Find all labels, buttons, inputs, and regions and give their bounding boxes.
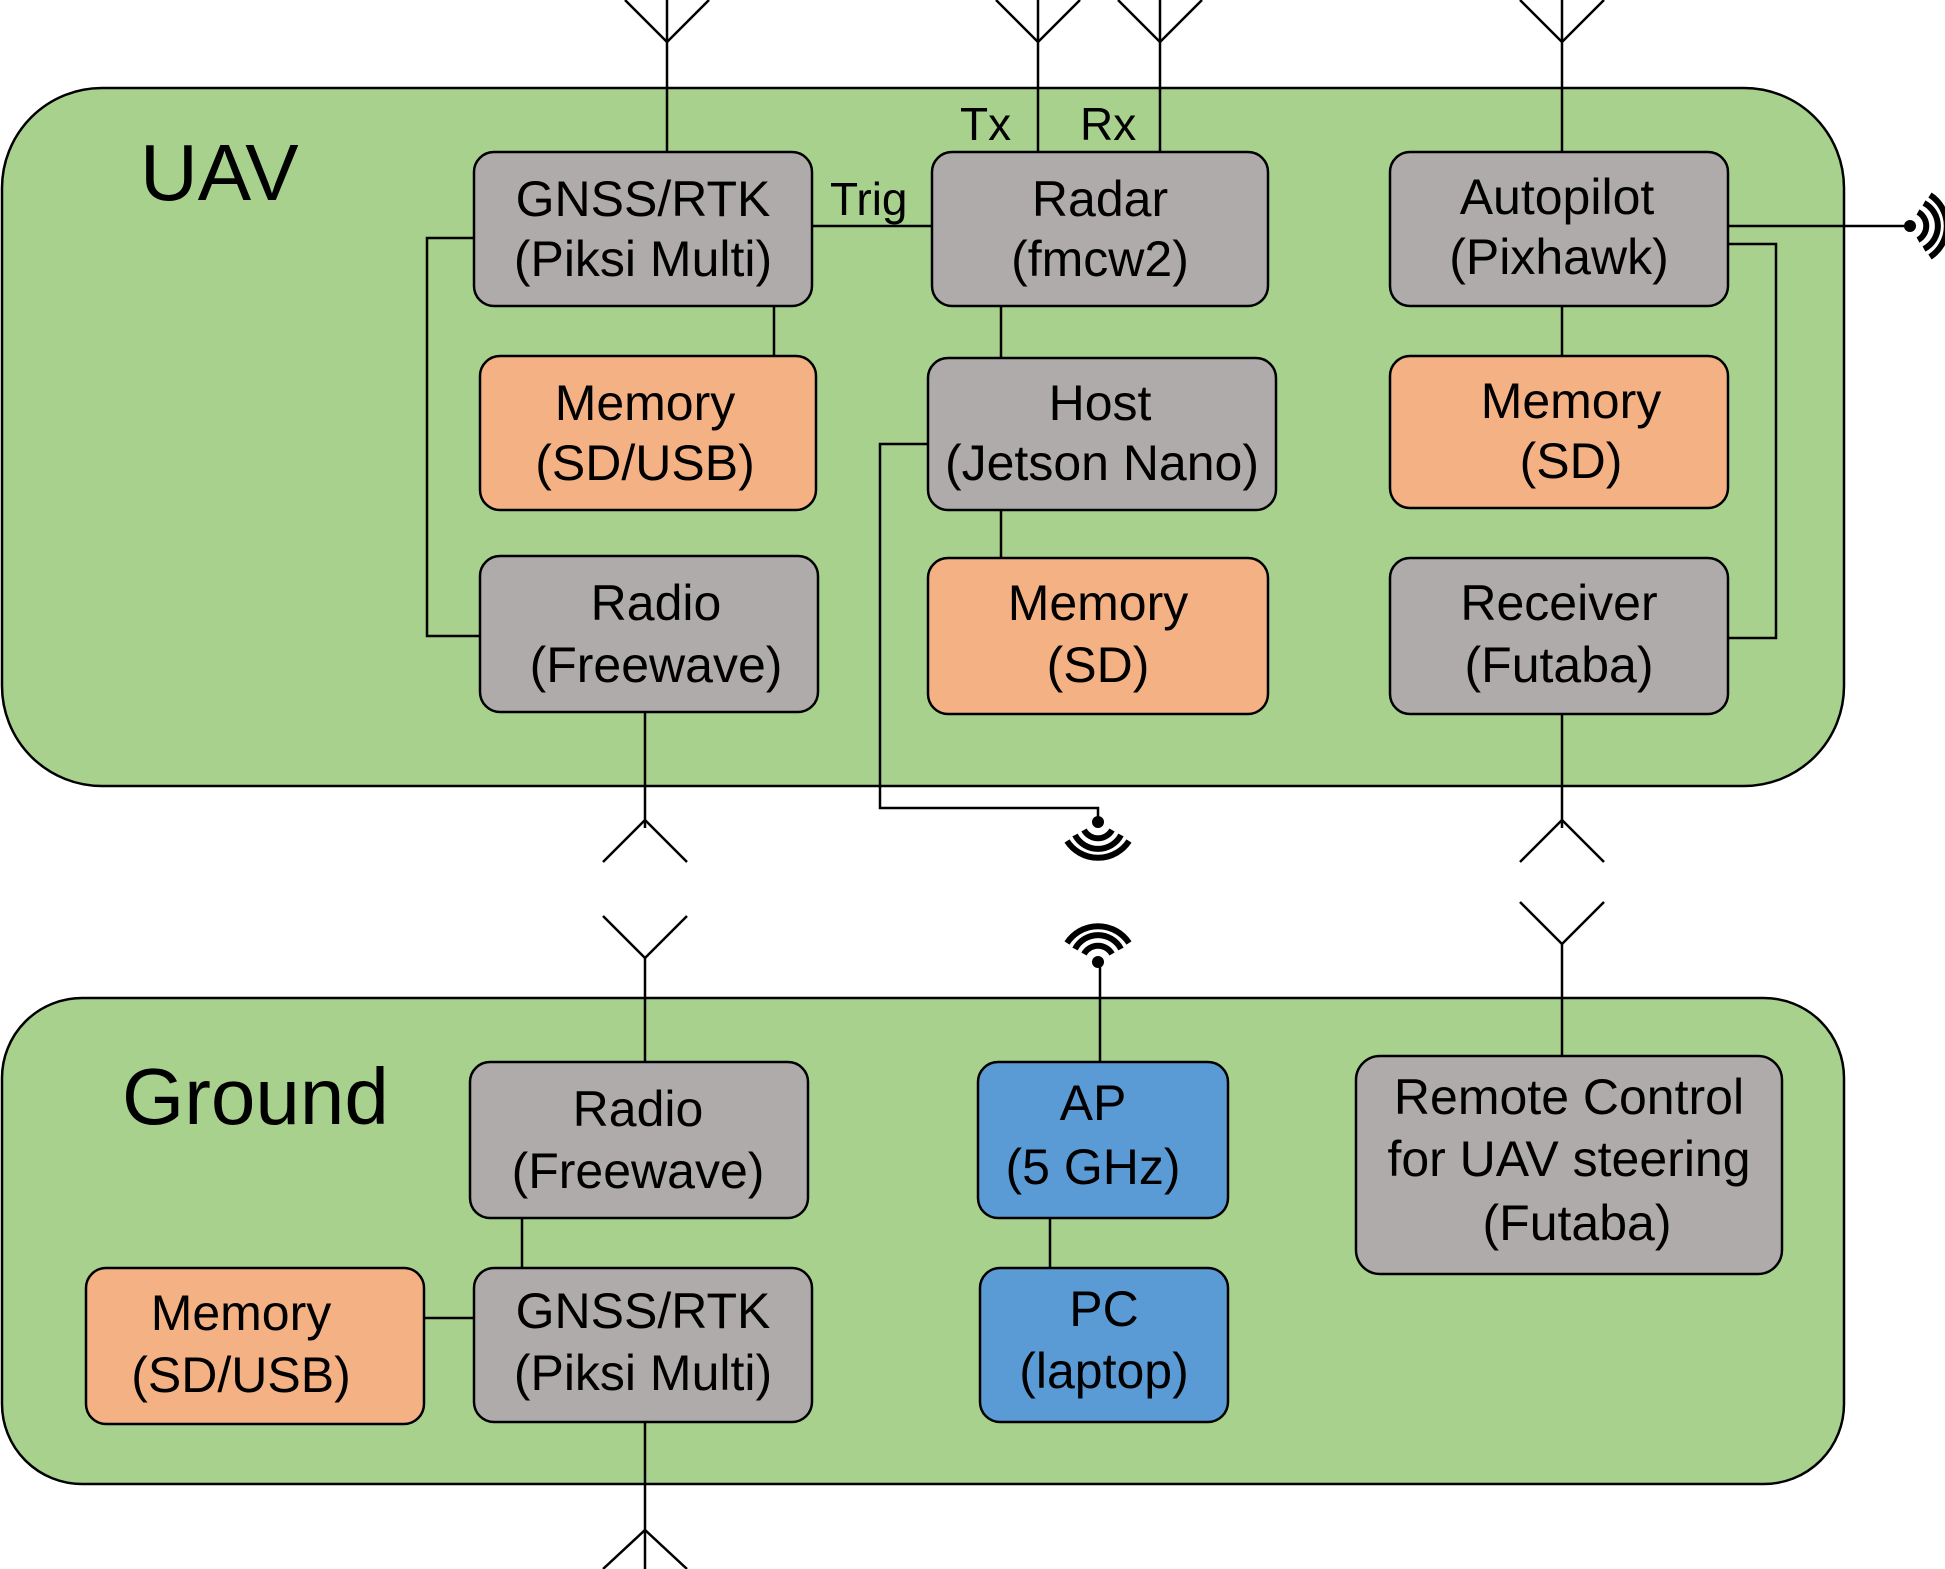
uav-gnss-block: GNSS/RTK (Piksi Multi)	[472, 150, 814, 308]
svg-text:(SD/USB): (SD/USB)	[131, 1347, 350, 1403]
svg-text:(laptop): (laptop)	[1019, 1343, 1189, 1399]
svg-text:Autopilot: Autopilot	[1460, 169, 1655, 225]
antenna-icon	[602, 1528, 688, 1569]
svg-text:Memory: Memory	[1481, 373, 1662, 429]
ground-radio-block: Radio (Freewave)	[468, 1060, 810, 1220]
svg-text:Remote Control: Remote Control	[1394, 1069, 1744, 1125]
svg-text:Host: Host	[1049, 375, 1152, 431]
svg-text:Memory: Memory	[151, 1285, 332, 1341]
svg-text:(Pixhawk): (Pixhawk)	[1449, 229, 1668, 285]
wifi-icon	[1904, 192, 1945, 260]
svg-text:(fmcw2): (fmcw2)	[1011, 231, 1189, 287]
svg-text:GNSS/RTK: GNSS/RTK	[516, 1283, 771, 1339]
ground-ap-block: AP (5 GHz)	[976, 1060, 1230, 1220]
antenna-icon	[995, 0, 1081, 44]
uav-host-memory-block: Memory (SD)	[926, 556, 1270, 716]
svg-text:PC: PC	[1069, 1281, 1138, 1337]
ground-region-title: Ground	[122, 1052, 389, 1141]
ground-remote-control-block: Remote Control for UAV steering (Futaba)	[1354, 1054, 1784, 1276]
svg-text:(5 GHz): (5 GHz)	[1006, 1139, 1181, 1195]
svg-text:(Piksi Multi): (Piksi Multi)	[514, 1345, 772, 1401]
uav-radio-block: Radio (Freewave)	[478, 554, 820, 714]
antenna-icon	[1117, 0, 1203, 44]
antenna-icon	[1519, 0, 1605, 44]
uav-host-block: Host (Jetson Nano)	[926, 356, 1278, 512]
svg-text:Radio: Radio	[591, 575, 722, 631]
uav-region-title: UAV	[140, 128, 299, 217]
svg-text:(Futaba): (Futaba)	[1483, 1195, 1672, 1251]
uav-receiver-block: Receiver (Futaba)	[1388, 556, 1730, 716]
trig-label: Trig	[830, 173, 908, 225]
svg-text:for UAV steering: for UAV steering	[1387, 1131, 1750, 1187]
uav-autopilot-block: Autopilot (Pixhawk)	[1388, 150, 1730, 308]
antenna-icon	[602, 915, 688, 960]
antenna-icon	[1519, 901, 1605, 946]
svg-text:AP: AP	[1060, 1075, 1127, 1131]
uav-gnss-memory-block: Memory (SD/USB)	[478, 354, 818, 512]
svg-text:(Freewave): (Freewave)	[512, 1143, 765, 1199]
uav-radar-block: Radar (fmcw2)	[930, 150, 1270, 308]
svg-text:Radio: Radio	[573, 1081, 704, 1137]
svg-text:GNSS/RTK: GNSS/RTK	[516, 171, 771, 227]
svg-text:(SD): (SD)	[1520, 433, 1623, 489]
tx-label: Tx	[960, 98, 1011, 150]
ground-gnss-block: GNSS/RTK (Piksi Multi)	[472, 1266, 814, 1424]
svg-text:(Piksi Multi): (Piksi Multi)	[514, 231, 772, 287]
ground-memory-block: Memory (SD/USB)	[84, 1266, 426, 1426]
uav-region	[0, 86, 1846, 788]
svg-text:Receiver: Receiver	[1460, 575, 1657, 631]
svg-text:(Jetson Nano): (Jetson Nano)	[945, 435, 1259, 491]
ground-wires	[424, 944, 1564, 1569]
svg-text:(Freewave): (Freewave)	[530, 637, 783, 693]
svg-text:Memory: Memory	[555, 375, 736, 431]
svg-text:(SD/USB): (SD/USB)	[535, 435, 754, 491]
rx-label: Rx	[1080, 98, 1136, 150]
svg-text:Radar: Radar	[1032, 171, 1168, 227]
wifi-icon	[1064, 923, 1132, 968]
uav-autopilot-memory-block: Memory (SD)	[1388, 354, 1730, 510]
uav-wires	[425, 0, 1908, 828]
antenna-icon	[1519, 818, 1605, 863]
ground-pc-block: PC (laptop)	[978, 1266, 1230, 1424]
wifi-icon	[1064, 816, 1132, 861]
antenna-icon	[624, 0, 710, 44]
antenna-icon	[602, 818, 688, 863]
svg-text:(SD): (SD)	[1047, 637, 1150, 693]
svg-text:(Futaba): (Futaba)	[1465, 637, 1654, 693]
svg-text:Memory: Memory	[1008, 575, 1189, 631]
